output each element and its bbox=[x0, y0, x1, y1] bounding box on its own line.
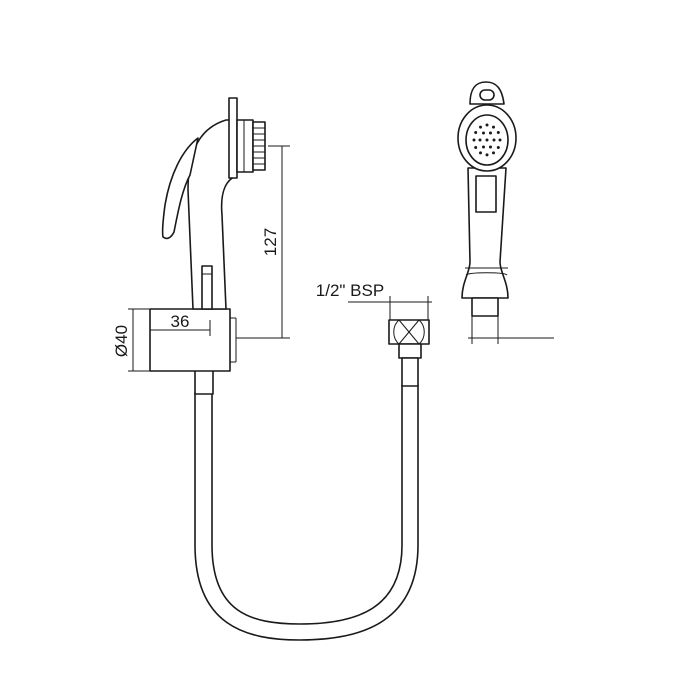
hose-nut-fitting bbox=[388, 319, 430, 387]
trigger-window bbox=[475, 175, 497, 213]
spray-hole bbox=[478, 138, 482, 142]
spray-hole bbox=[474, 146, 478, 149]
loop-hole bbox=[479, 89, 495, 101]
handset-side-view bbox=[161, 97, 266, 310]
spray-hole bbox=[489, 145, 492, 149]
spray-hole bbox=[482, 131, 485, 135]
dimension-width: 36 bbox=[150, 312, 211, 336]
hose bbox=[194, 384, 419, 641]
handset-front-view bbox=[457, 81, 517, 342]
spray-hole bbox=[492, 151, 495, 155]
wall-bracket-block bbox=[149, 308, 231, 372]
handset-thread bbox=[471, 297, 499, 317]
spray-head-plate bbox=[228, 97, 238, 179]
nozzle-cap bbox=[236, 119, 254, 173]
hanging-loop bbox=[469, 81, 505, 105]
nozzle-ridges bbox=[253, 127, 265, 165]
diameter-dimension-label: Ø40 bbox=[112, 325, 131, 357]
dimension-thread-hose: 1/2" BSP bbox=[316, 281, 432, 320]
bracket-collar bbox=[194, 369, 214, 395]
locking-pin bbox=[201, 265, 213, 310]
spray-hole bbox=[489, 131, 492, 135]
dimension-diameter: Ø40 bbox=[112, 308, 150, 372]
ferrule-sleeve bbox=[401, 357, 419, 387]
spray-hole bbox=[479, 151, 482, 155]
spray-hole bbox=[479, 125, 482, 129]
holder-side-view bbox=[149, 308, 237, 395]
spray-hole bbox=[485, 153, 489, 157]
dimension-height: 127 bbox=[236, 145, 290, 339]
thread-hose-label: 1/2" BSP bbox=[316, 281, 384, 300]
spray-hole bbox=[492, 138, 496, 142]
spray-hole bbox=[498, 138, 502, 142]
spray-hole bbox=[485, 123, 489, 127]
spray-hole bbox=[492, 125, 495, 129]
height-dimension-label: 127 bbox=[261, 228, 280, 256]
spray-hole bbox=[496, 131, 500, 134]
width-dimension-label: 36 bbox=[171, 312, 190, 331]
ferrule bbox=[398, 343, 422, 359]
dimension-thread-handset bbox=[468, 330, 554, 344]
spray-hole bbox=[474, 131, 478, 134]
spray-face bbox=[465, 114, 509, 166]
spray-hole bbox=[496, 146, 500, 149]
spray-hole bbox=[482, 145, 485, 149]
spray-holes bbox=[472, 123, 502, 157]
spray-hole bbox=[485, 138, 489, 142]
spray-hole bbox=[472, 138, 476, 142]
